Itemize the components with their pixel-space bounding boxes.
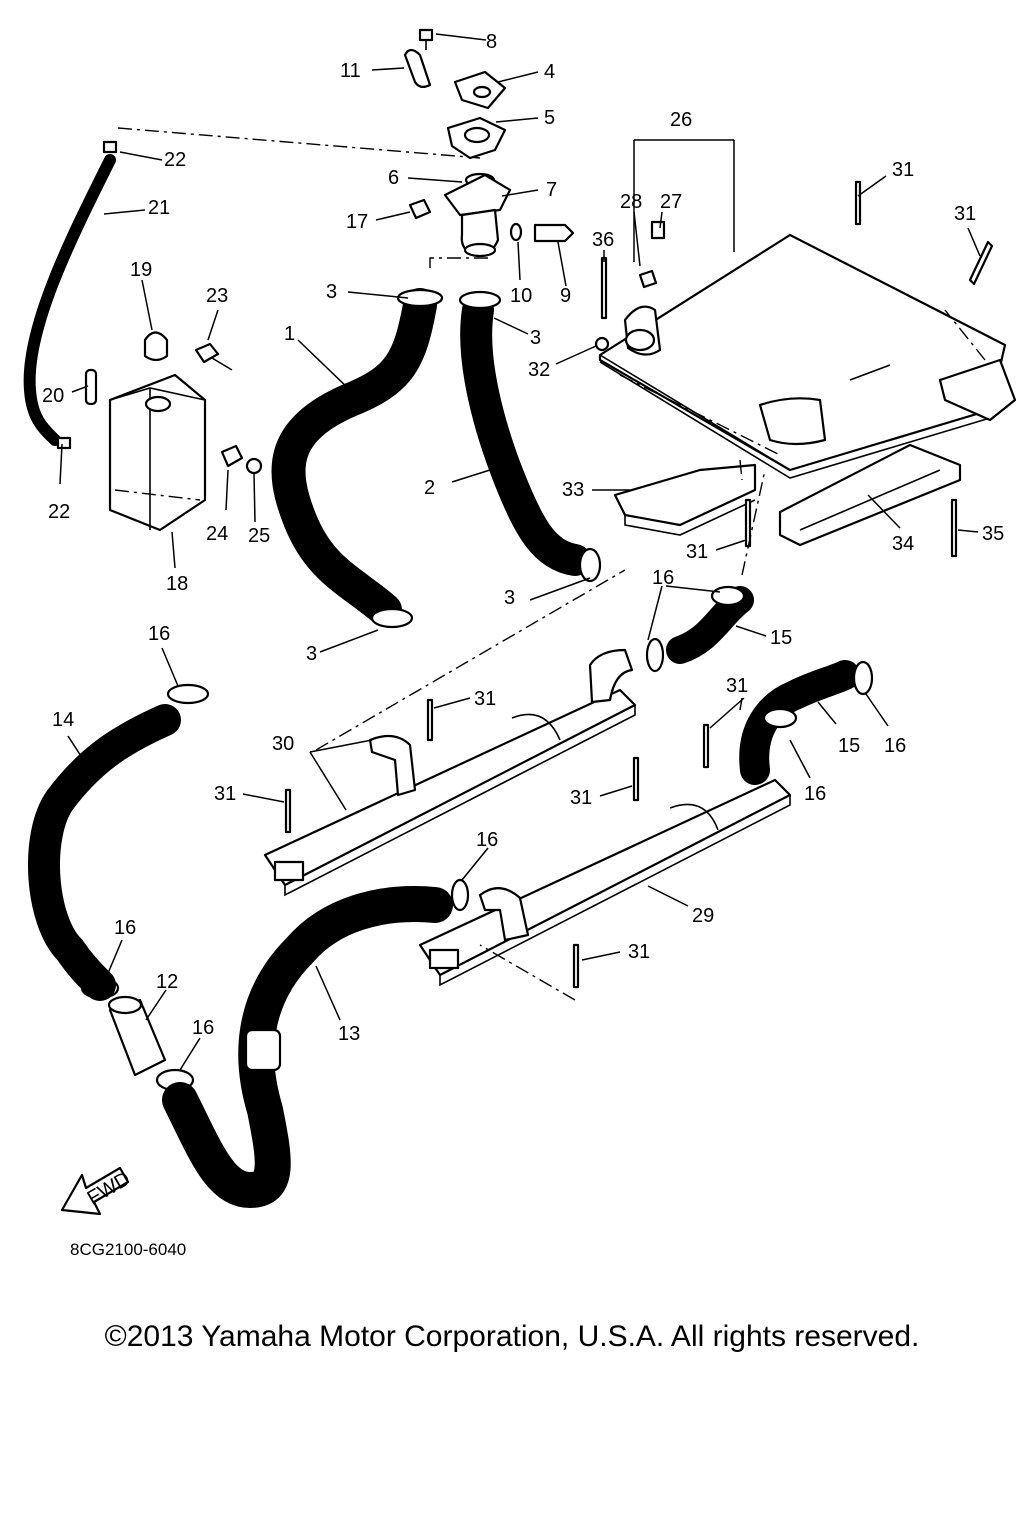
callout-2: 2	[424, 477, 435, 499]
callout-8: 8	[486, 31, 497, 53]
callout-3-c: 3	[504, 587, 515, 609]
callout-16-g: 16	[192, 1017, 214, 1039]
hose-joint-12	[107, 995, 167, 1077]
ride-plate-30	[263, 648, 637, 897]
callout-17: 17	[346, 211, 368, 233]
rivets	[284, 180, 994, 989]
cooling-system-exploded-diagram: FWD	[23, 28, 1017, 1216]
callout-11: 11	[340, 60, 361, 82]
callout-10: 10	[510, 285, 532, 307]
callout-21: 21	[148, 197, 170, 219]
bracket-33	[613, 463, 757, 536]
callout-14: 14	[52, 709, 74, 731]
callout-16-f: 16	[114, 917, 136, 939]
callout-15-a: 15	[770, 627, 792, 649]
callout-31-b: 31	[954, 203, 976, 225]
ride-plate-29	[418, 778, 792, 987]
callout-20: 20	[42, 385, 64, 407]
callout-25: 25	[248, 525, 270, 547]
thermostat-housing	[403, 28, 575, 258]
callout-22-top: 22	[164, 149, 186, 171]
callout-16-b: 16	[148, 623, 170, 645]
callout-24: 24	[206, 523, 228, 545]
callout-31-a: 31	[892, 159, 914, 181]
callout-12: 12	[156, 971, 178, 993]
callout-4: 4	[544, 61, 555, 83]
callout-34: 34	[892, 533, 914, 555]
callout-31-g: 31	[570, 787, 592, 809]
callout-3-b: 3	[530, 327, 541, 349]
reservoir-cap	[143, 331, 169, 362]
callout-31-e: 31	[474, 688, 496, 710]
callout-3-d: 3	[306, 643, 317, 665]
callout-16-a: 16	[652, 567, 674, 589]
callout-31-d: 31	[726, 675, 748, 697]
callout-29: 29	[692, 905, 714, 927]
reservoir-fasteners	[194, 342, 263, 475]
callout-9: 9	[560, 285, 571, 307]
callout-33: 33	[562, 479, 584, 501]
reservoir-hose	[23, 140, 118, 450]
callout-5: 5	[544, 107, 555, 129]
hose-15-upper	[666, 586, 754, 664]
diagram-code: 8CG2100-6040	[70, 1240, 187, 1259]
callout-27: 27	[660, 191, 682, 213]
leader-lines	[59, 33, 981, 1071]
reservoir-tank	[108, 373, 207, 532]
callout-23: 23	[206, 285, 228, 307]
callout-32: 32	[528, 359, 550, 381]
callout-19: 19	[130, 259, 152, 281]
hose-2	[460, 294, 591, 576]
callout-35: 35	[982, 523, 1004, 545]
callout-16-c: 16	[884, 735, 906, 757]
hose-14	[28, 704, 181, 1001]
heat-exchanger	[598, 233, 1017, 479]
callout-13: 13	[338, 1023, 360, 1045]
hose-1	[271, 288, 437, 627]
callout-30: 30	[272, 733, 294, 755]
callout-numbers: 8 11 4 5 26 22 6 7 31 21 28 27 31 17 36 …	[42, 31, 1004, 1045]
bracket-34	[778, 443, 962, 547]
callout-7: 7	[546, 179, 557, 201]
callout-6: 6	[388, 167, 399, 189]
hose-15-lower	[739, 660, 860, 785]
callout-22-bottom: 22	[48, 501, 70, 523]
callout-15-b: 15	[838, 735, 860, 757]
forward-arrow-icon: FWD	[60, 1166, 134, 1216]
hose-clamps-3	[370, 288, 602, 629]
callout-3-a: 3	[326, 281, 337, 303]
callout-26: 26	[670, 109, 692, 131]
callout-36: 36	[592, 229, 614, 251]
callout-28: 28	[620, 191, 642, 213]
callout-18: 18	[166, 573, 188, 595]
inlet-fitting	[594, 220, 666, 356]
callout-16-e: 16	[476, 829, 498, 851]
callout-16-d: 16	[804, 783, 826, 805]
callout-31-f: 31	[214, 783, 236, 805]
callout-31-h: 31	[628, 941, 650, 963]
callout-31-c: 31	[686, 541, 708, 563]
copyright-notice: ©2013 Yamaha Motor Corporation, U.S.A. A…	[104, 1320, 920, 1353]
callout-1: 1	[284, 323, 295, 345]
hose-13	[162, 886, 453, 1208]
